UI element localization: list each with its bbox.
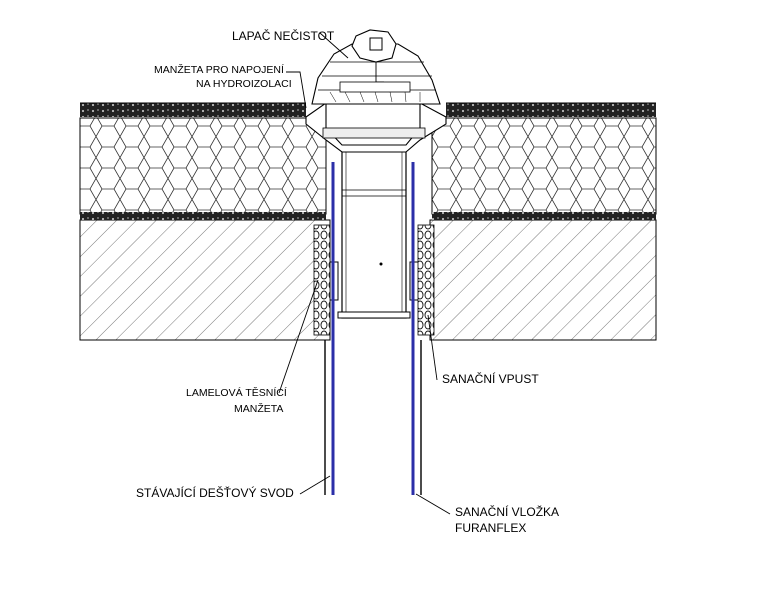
label-collar-line2: NA HYDROIZOLACI (196, 78, 292, 90)
concrete-slab (79, 219, 657, 341)
label-liner-line1: SANAČNÍ VLOŽKA (455, 504, 559, 519)
label-lamella-line1: LAMELOVÁ TĚSNÍCÍ (186, 386, 287, 399)
outlet-flange (305, 101, 447, 153)
label-lamella-line2: MANŽETA (234, 402, 283, 415)
lamella-seal (313, 224, 435, 336)
debris-trap (311, 29, 441, 105)
label-existing-downpipe: STÁVAJÍCÍ DEŠŤOVÝ SVOD (136, 485, 294, 500)
label-liner-line2: FURANFLEX (455, 521, 526, 535)
label-collar-line1: MANŽETA PRO NAPOJENÍ (154, 63, 284, 76)
existing-downpipe (324, 340, 422, 495)
leader-lines (278, 32, 451, 515)
vapour-barrier (80, 212, 656, 220)
insulation-layer (79, 117, 657, 215)
waterproofing-membrane (80, 102, 656, 117)
label-renovation-outlet: SANAČNÍ VPUST (442, 371, 539, 386)
furanflex-liner (331, 162, 415, 495)
label-debris-trap: LAPAČ NEČISTOT (232, 28, 335, 43)
outlet-pipe (337, 149, 411, 319)
